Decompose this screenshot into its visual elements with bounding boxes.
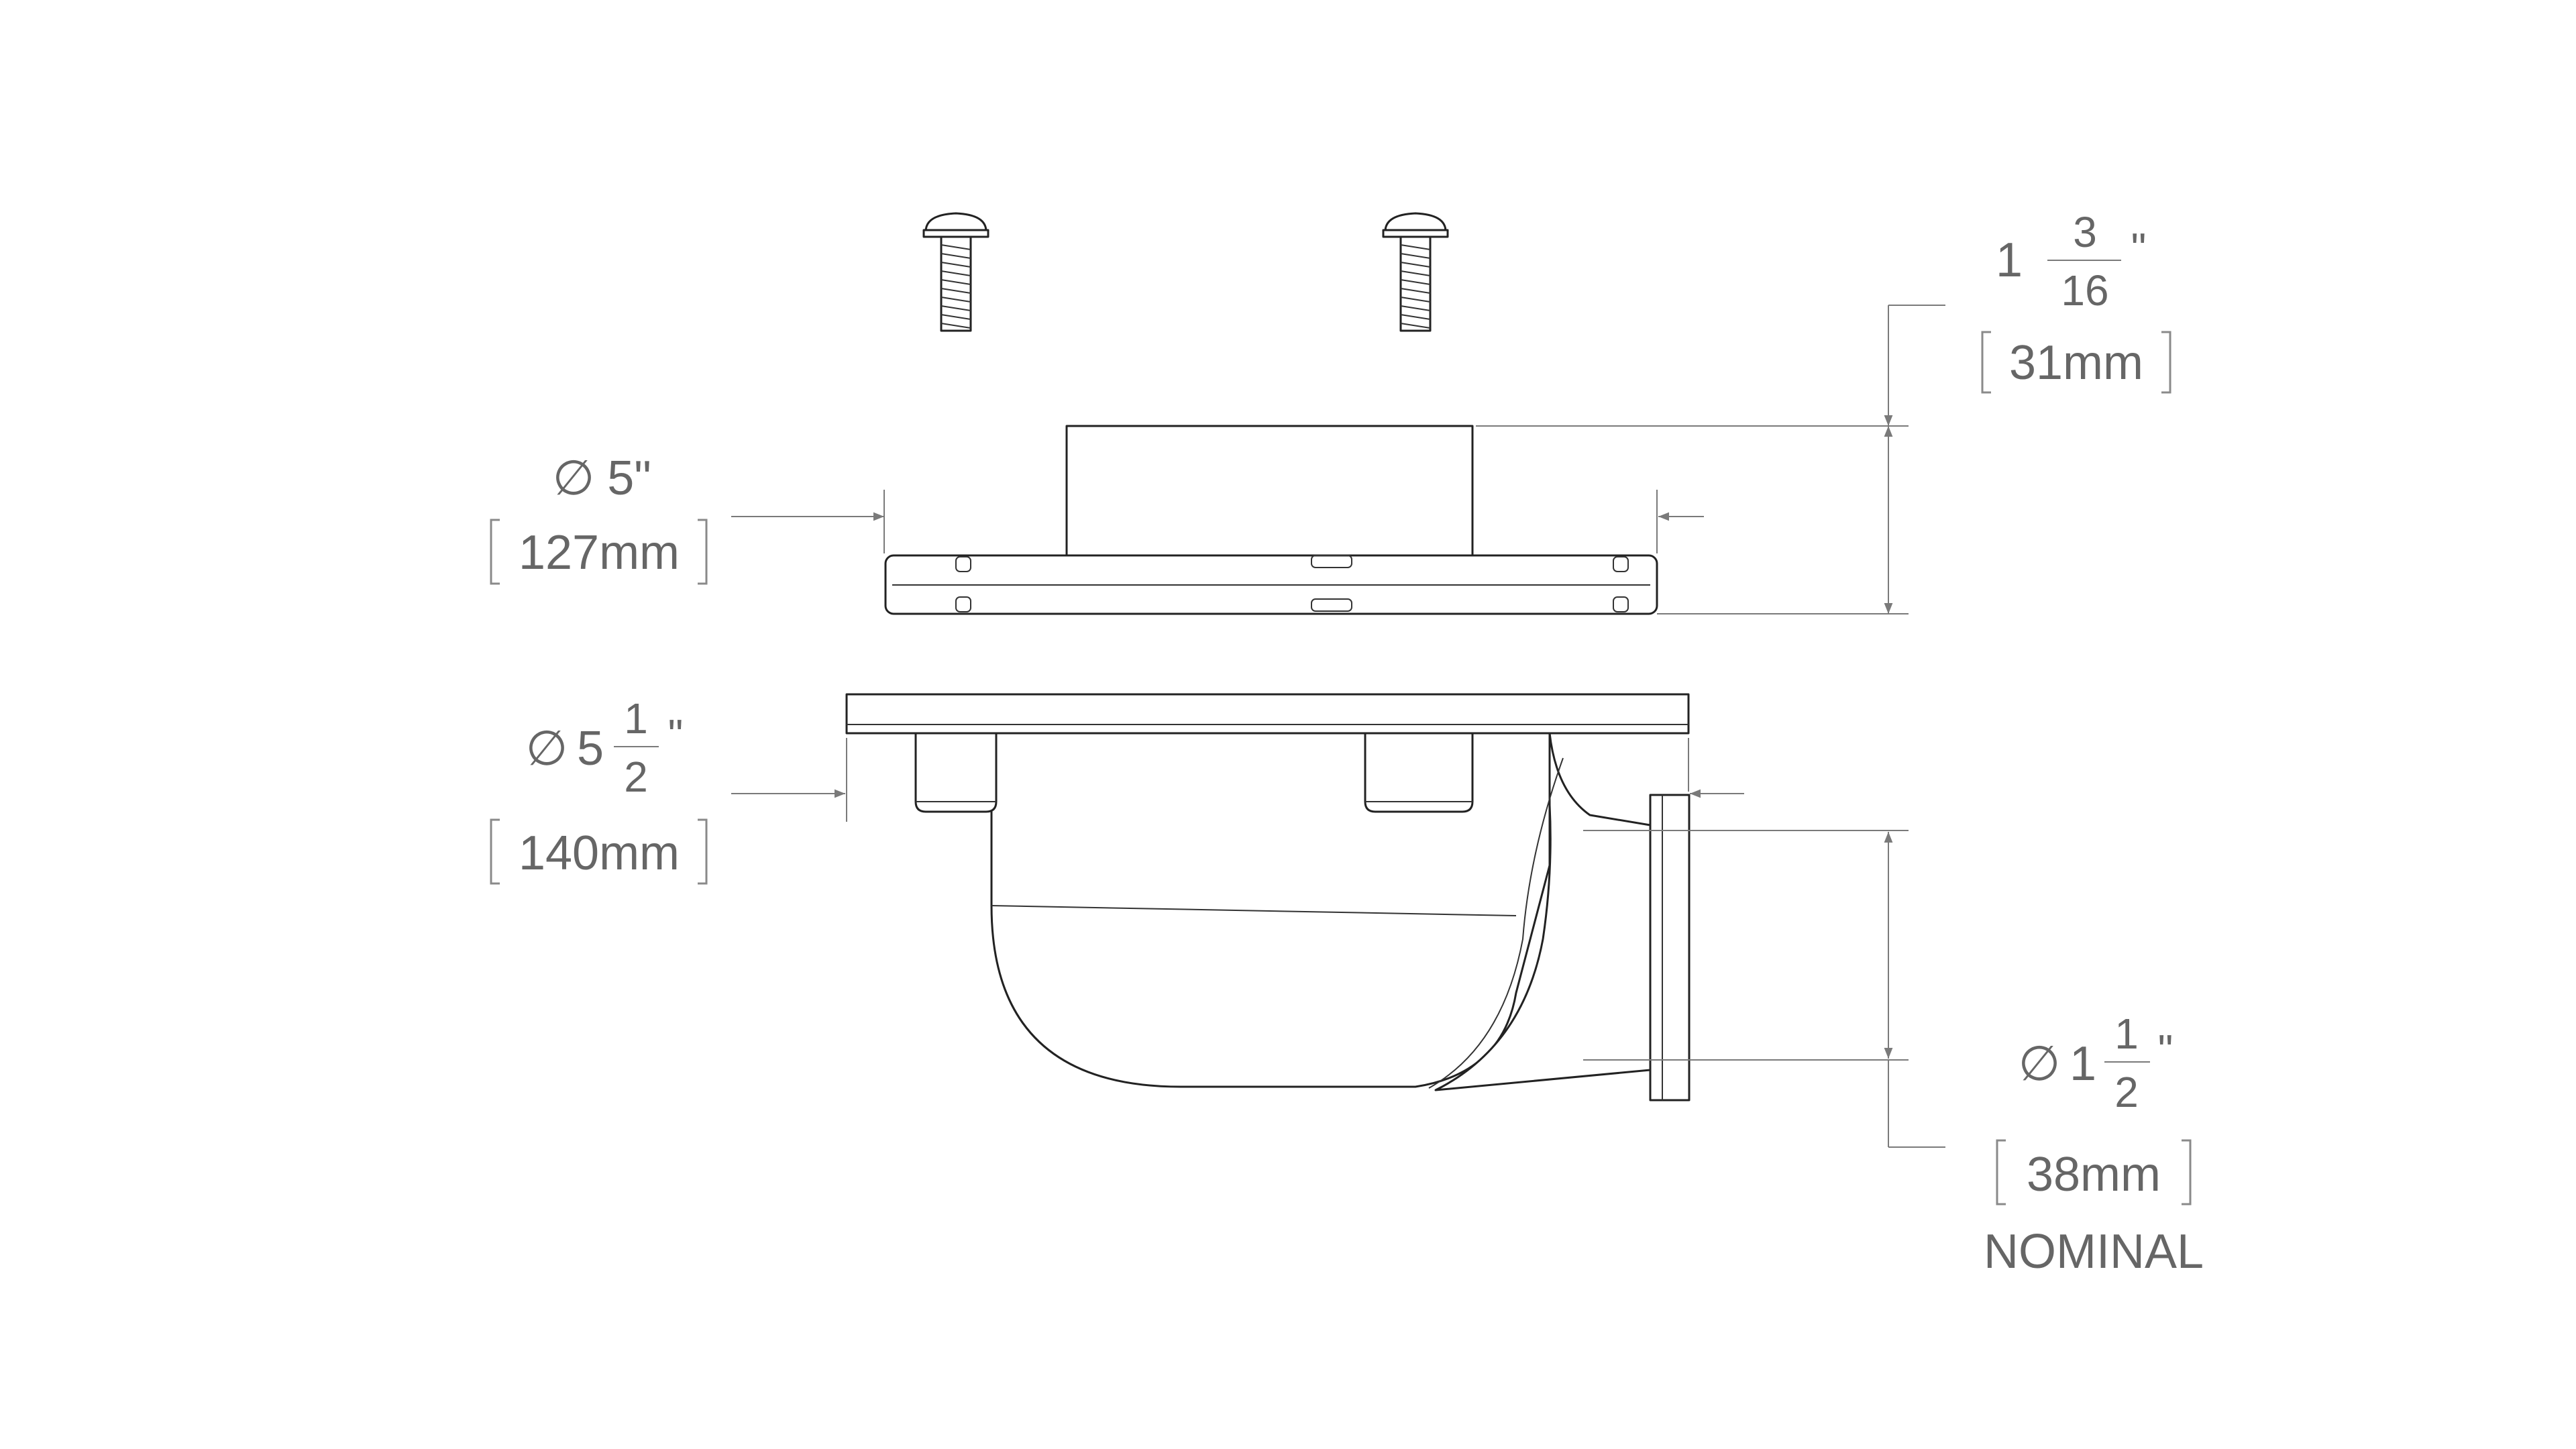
outlet-diameter-denominator: 2 <box>2114 1068 2139 1116</box>
strainer-diameter-dimension: ∅ 5" 127mm <box>490 451 1704 585</box>
body-diameter-denominator: 2 <box>624 753 648 801</box>
height-denominator: 16 <box>2061 266 2108 315</box>
outlet-diameter-whole: 1 <box>2070 1037 2096 1091</box>
strainer-diameter-metric: 127mm <box>519 526 680 580</box>
drain-body <box>845 693 1690 1102</box>
screw-right <box>1382 212 1449 332</box>
height-numerator: 3 <box>2073 208 2097 256</box>
body-diameter-numerator: 1 <box>624 694 648 743</box>
body-diameter-unit: " <box>668 710 684 759</box>
body-diameter-metric: 140mm <box>519 826 680 880</box>
body-diameter-symbol: ∅ <box>526 722 568 775</box>
outlet-diameter-numerator: 1 <box>2114 1010 2139 1058</box>
body-diameter-dimension: ∅ 5 1 2 " 140mm <box>490 694 1744 885</box>
screw-left <box>922 212 989 332</box>
body-diameter-whole: 5 <box>577 722 604 775</box>
outlet-diameter-dimension: ∅ 1 1 2 " 38mm NOMINAL <box>1583 830 2204 1279</box>
outlet-diameter-unit: " <box>2158 1026 2174 1074</box>
strainer-diameter-symbol: ∅ <box>553 451 595 505</box>
height-unit: " <box>2131 224 2147 272</box>
outlet-diameter-symbol: ∅ <box>2019 1037 2061 1091</box>
height-dimension: 1 3 16 " 31mm <box>1476 208 2171 614</box>
height-metric: 31mm <box>2009 336 2143 390</box>
strainer-diameter-value: 5" <box>607 451 651 505</box>
strainer <box>884 425 1658 615</box>
outlet-diameter-metric: 38mm <box>2027 1148 2161 1201</box>
height-whole: 1 <box>1996 233 2023 287</box>
outlet-diameter-note: NOMINAL <box>1984 1225 2204 1279</box>
